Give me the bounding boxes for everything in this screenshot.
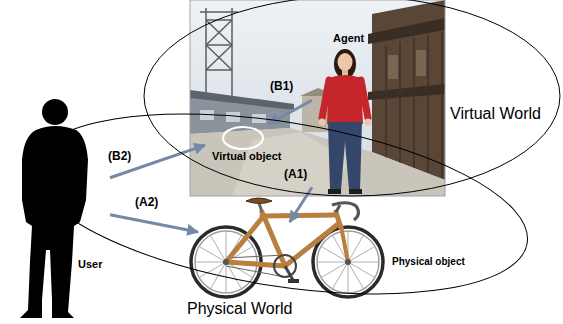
virtual-scene-screenshot xyxy=(190,0,445,196)
crank xyxy=(285,266,293,280)
right-wooden-building xyxy=(388,55,398,79)
utility-tower xyxy=(231,8,233,100)
agent-figure xyxy=(337,53,353,58)
right-wooden-building xyxy=(385,46,387,158)
figure-box: Physical object xyxy=(198,222,470,294)
rear-hub xyxy=(223,259,229,265)
figure-label: User xyxy=(78,258,102,271)
right-wooden-building xyxy=(386,32,442,178)
virtual-scene-screenshot xyxy=(190,0,445,196)
figure-box: User xyxy=(18,98,110,320)
bicycle-spokes xyxy=(333,235,364,289)
agent-figure xyxy=(328,122,362,190)
utility-tower xyxy=(205,8,207,100)
pedal xyxy=(288,279,299,283)
agent-figure xyxy=(327,75,363,124)
utility-tower xyxy=(206,20,232,45)
bicycle-frame xyxy=(226,212,348,266)
world-outline xyxy=(20,84,539,324)
bicycle-frame xyxy=(262,212,285,266)
agent-figure xyxy=(319,49,372,194)
relation-label: (A1) xyxy=(284,168,307,182)
right-wooden-building xyxy=(427,35,429,173)
bicycle-chain xyxy=(226,255,285,258)
figure-label: Physical object xyxy=(392,256,465,268)
connector-group xyxy=(110,100,312,232)
agent-figure xyxy=(328,189,341,194)
bicycle-frame xyxy=(226,218,262,262)
user-silhouette xyxy=(20,126,88,318)
utility-tower xyxy=(206,69,232,71)
figure-box: Virtual object xyxy=(205,124,288,166)
saddle xyxy=(246,198,272,204)
user-silhouette xyxy=(42,99,68,125)
agent-figure xyxy=(361,80,368,118)
agent-figure xyxy=(334,49,356,79)
figure-label: Virtual object xyxy=(212,150,281,163)
agent-figure xyxy=(322,80,329,118)
relation-label: (B1) xyxy=(270,80,293,94)
front-hub xyxy=(345,259,351,265)
handlebar xyxy=(332,203,359,220)
virtual-object-marker xyxy=(223,127,263,149)
edge-label-holder: (A2) xyxy=(135,196,158,210)
utility-tower xyxy=(200,8,238,100)
world-region: Physical WorldUserPhysical object xyxy=(33,114,528,294)
bicycle-frame xyxy=(226,262,285,266)
edge-label-holder: (B2) xyxy=(108,150,131,164)
stem xyxy=(336,205,340,212)
region-name: Physical World xyxy=(187,300,293,318)
bicycle-wheels xyxy=(317,231,379,293)
bicycle-spokes xyxy=(321,247,375,278)
region-name: Virtual World xyxy=(450,105,541,123)
street xyxy=(190,128,445,196)
edge-label-holder: (A1) xyxy=(284,168,307,182)
user-silhouette xyxy=(20,99,88,318)
right-wooden-building xyxy=(441,32,443,178)
bicycle xyxy=(191,198,383,297)
agent-figure xyxy=(319,119,326,126)
right-wooden-building xyxy=(368,84,445,100)
world-outline xyxy=(144,0,560,196)
left-building xyxy=(226,112,240,122)
utility-tower xyxy=(206,45,232,70)
right-wooden-building xyxy=(368,18,445,44)
relation-label: (A2) xyxy=(135,196,158,210)
world-region: Virtual World AgentVirtual object xyxy=(144,0,560,196)
right-wooden-building xyxy=(399,42,401,163)
edge-label-holder: (B1) xyxy=(270,80,293,94)
figure-box: Agent xyxy=(312,30,378,196)
agent-figure xyxy=(349,189,362,194)
utility-tower xyxy=(206,45,232,70)
relation-arrow xyxy=(110,215,198,232)
right-wooden-building xyxy=(416,50,426,76)
street xyxy=(190,128,445,196)
right-wooden-building xyxy=(413,38,415,168)
seat-post xyxy=(259,203,262,212)
screenshot-frame xyxy=(190,0,445,196)
relation-label: (B2) xyxy=(108,150,131,164)
right-wooden-building xyxy=(368,0,445,180)
agent-figure xyxy=(365,119,372,126)
utility-tower xyxy=(206,44,232,46)
bicycle-frame xyxy=(341,226,348,262)
agent-figure xyxy=(338,53,353,71)
figure-label: Agent xyxy=(333,32,364,45)
utility-tower xyxy=(206,20,232,45)
world-outline xyxy=(144,0,560,196)
utility-tower xyxy=(200,11,238,13)
bicycle-frame xyxy=(262,215,336,216)
